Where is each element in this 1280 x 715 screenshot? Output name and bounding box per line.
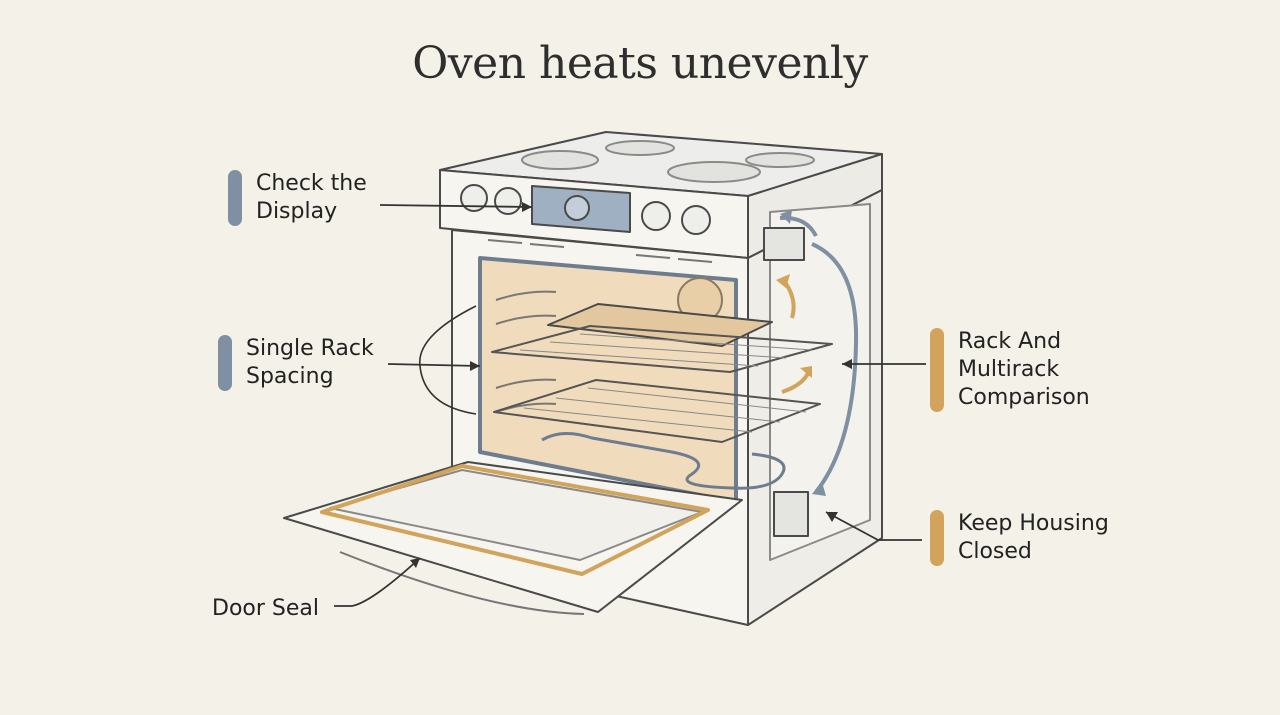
leader-housing: [825, 511, 922, 541]
knob-1: [460, 184, 488, 212]
callout-rack-comparison: Rack And Multirack Comparison: [930, 328, 1090, 412]
heat-arrowhead: [800, 366, 812, 378]
display-knob: [564, 195, 590, 221]
callout-label: Keep Housing Closed: [958, 511, 1109, 564]
callout-keep-housing-closed: Keep Housing Closed: [930, 510, 1109, 566]
rack-wires: [519, 333, 813, 367]
leader-spacing-head: [470, 361, 480, 371]
heating-element: [541, 432, 786, 490]
heat-arrowhead: [776, 274, 790, 288]
callout-door-seal: Door Seal: [212, 595, 319, 623]
leader-display-head: [522, 202, 532, 212]
rack-rail: [495, 290, 557, 413]
burner-4: [745, 152, 815, 168]
upper-rack: [491, 325, 833, 373]
vent-slot: [677, 258, 713, 263]
rack-wires: [523, 387, 807, 433]
callout-single-rack-spacing: Single Rack Spacing: [218, 335, 374, 391]
callout-label: Rack And Multirack Comparison: [958, 329, 1090, 410]
airflow-arrow: [811, 242, 859, 494]
knob-3: [641, 201, 671, 231]
callout-marker: [930, 328, 944, 412]
airflow-arrowhead: [812, 482, 826, 496]
door-seal-gasket: [320, 464, 710, 576]
callout-label: Check the Display: [256, 171, 367, 224]
lower-rack: [493, 379, 821, 443]
callout-label: Single Rack Spacing: [246, 336, 374, 389]
callout-marker: [218, 335, 232, 391]
burner-3: [667, 161, 761, 183]
burner-2: [605, 140, 675, 156]
vent-slot: [529, 243, 565, 248]
leader-spacing: [387, 363, 481, 367]
leader-display: [379, 204, 533, 208]
vent-slot: [487, 239, 523, 244]
side-vent: [769, 203, 871, 561]
knob-2: [494, 187, 522, 215]
callout-check-display: Check the Display: [228, 170, 367, 226]
housing-bracket: [773, 491, 809, 537]
burner-1: [521, 150, 599, 170]
vent-slot: [635, 254, 671, 259]
callout-marker: [930, 510, 944, 566]
callout-marker: [228, 170, 242, 226]
leader-rack-head: [842, 359, 852, 369]
page-title: Oven heats unevenly: [412, 38, 868, 89]
door-handle: [339, 551, 585, 615]
leader-housing-head: [826, 512, 838, 522]
leader-seal-head: [410, 558, 420, 568]
callout-label: Door Seal: [212, 596, 319, 621]
leader-seal: [334, 557, 421, 607]
spacing-bracket: [419, 305, 477, 415]
airflow-arrowhead: [780, 210, 792, 224]
top-bracket: [763, 227, 805, 261]
knob-4: [681, 205, 711, 235]
